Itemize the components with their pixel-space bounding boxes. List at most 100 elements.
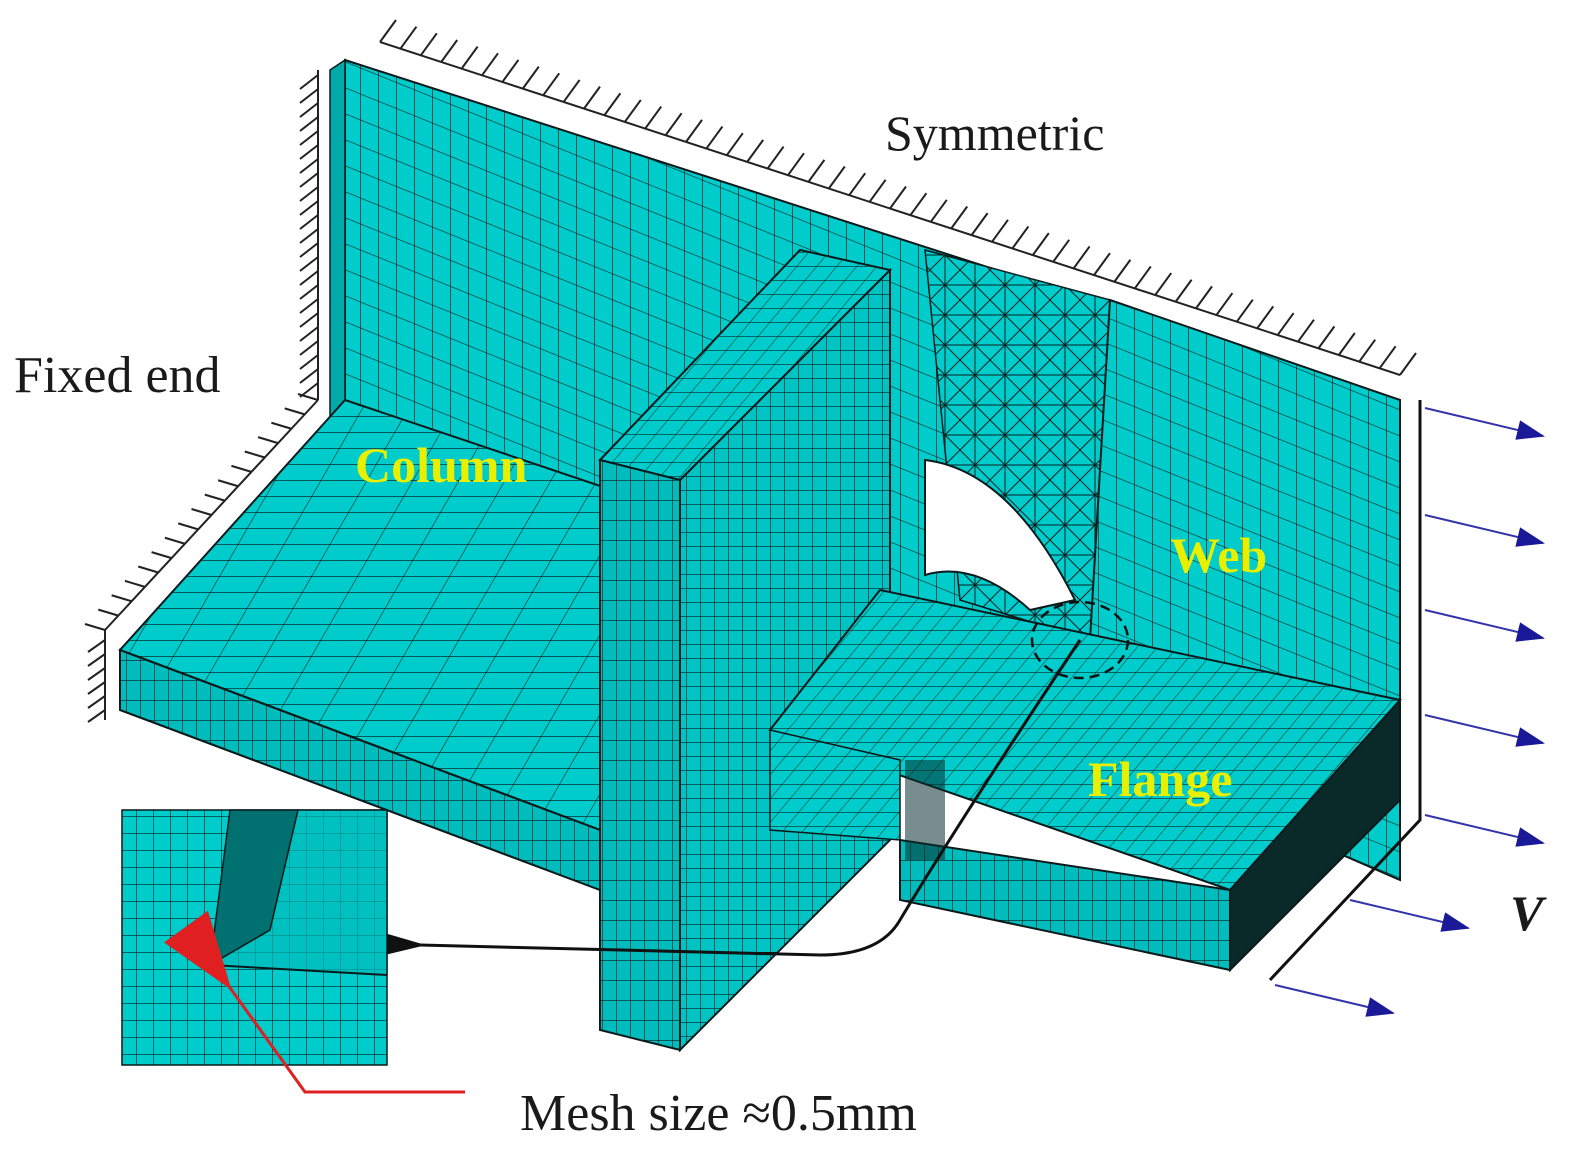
load-arrow [1274, 984, 1395, 1017]
hatch-tick [1072, 245, 1091, 270]
hatch-tick [87, 667, 106, 681]
hatch-tick [87, 681, 106, 695]
hatch-tick [299, 158, 319, 174]
hatch-tick [664, 112, 683, 136]
detail-circle [1030, 600, 1130, 680]
web-label: Web [1170, 527, 1267, 583]
hatch-tick [87, 653, 106, 667]
hatch-tick [725, 132, 744, 156]
velocity-boundary [1268, 400, 1545, 1017]
hatch-tick [521, 66, 540, 90]
symmetric-boundary [379, 19, 1417, 376]
mesh-size-pointer [164, 910, 465, 1094]
hatch-tick [299, 298, 319, 314]
hatch-tick [299, 340, 319, 356]
hatch-tick [1276, 312, 1295, 336]
hatch-tick [299, 172, 319, 188]
hatch-tick [204, 493, 226, 502]
hatch-tick [98, 608, 119, 617]
hatch-tick [87, 695, 106, 709]
load-arrow [1349, 899, 1470, 932]
hatch-tick [1358, 339, 1377, 363]
hatch-tick [950, 205, 969, 230]
hatch-tick [111, 594, 132, 603]
hatch-tick [970, 212, 989, 236]
hatch-tick [440, 39, 459, 63]
hatch-tick [705, 125, 724, 150]
flange-end [1229, 697, 1401, 973]
hatch-tick [1052, 239, 1071, 263]
load-arrow [1424, 714, 1545, 747]
hatch-tick [481, 52, 499, 76]
hatch-tick [746, 139, 765, 163]
hatch-tick [299, 354, 319, 370]
flange-root-fan [769, 729, 901, 841]
hatch-tick [257, 436, 279, 445]
hatch-tick [1031, 232, 1050, 256]
hatch-tick [1174, 279, 1193, 303]
hatch-tick [299, 312, 319, 328]
hatch-tick [685, 119, 703, 143]
hatch-tick [419, 32, 438, 56]
hatch-tick [299, 200, 319, 216]
hatch-tick [379, 19, 397, 43]
hatch-tick [1215, 292, 1234, 316]
hatch-tick [1011, 225, 1030, 250]
hatch-tick [164, 536, 186, 545]
hatch-tick [868, 179, 887, 203]
hatch-tick [1093, 252, 1111, 276]
hatch-tick [244, 450, 266, 459]
hatch-tick [583, 86, 601, 110]
hatch-tick [1399, 352, 1417, 376]
hatch-tick [807, 159, 826, 183]
velocity-label: V [1510, 885, 1547, 941]
hatch-tick [1256, 305, 1275, 329]
hatch-tick [87, 709, 106, 723]
hatch-tick [137, 565, 159, 574]
hatch-tick [542, 72, 561, 96]
hatch-tick [766, 145, 785, 170]
column-label: Column [355, 437, 527, 493]
hatch-tick [297, 393, 319, 401]
hatch-tick [991, 219, 1009, 243]
hatch-tick [299, 326, 319, 342]
hatch-tick [827, 165, 846, 190]
hatch-tick [1317, 325, 1336, 349]
load-arrow [1424, 407, 1545, 440]
load-arrow [1424, 609, 1545, 642]
hatch-tick [1337, 332, 1356, 356]
callout-arrow [323, 639, 1082, 970]
hatch-tick [299, 242, 319, 258]
mesh-size-label: Mesh size ≈0.5mm [520, 1085, 917, 1142]
hatch-tick [299, 368, 319, 384]
mesh-zoom-inset [121, 809, 388, 1066]
hatch-tick [399, 26, 418, 50]
hatch-tick [889, 185, 907, 210]
weld-access-hole [924, 458, 1077, 612]
load-arrow [1424, 814, 1545, 847]
hatch-tick [848, 172, 867, 196]
hatch-tick [299, 228, 319, 244]
hatch-tick [299, 116, 319, 132]
hatch-tick [151, 551, 172, 560]
hatch-tick [191, 508, 212, 516]
hatch-tick [299, 102, 319, 118]
hatch-tick [299, 284, 319, 300]
hatch-tick [603, 92, 622, 116]
load-arrow [1424, 514, 1545, 547]
hatch-tick [1133, 265, 1152, 290]
hatch-tick [1378, 345, 1397, 369]
hatch-tick [460, 46, 479, 70]
hatch-tick [787, 152, 805, 176]
hatch-tick [623, 99, 642, 123]
symmetric-label: Symmetric [885, 105, 1104, 161]
hatch-tick [299, 144, 319, 160]
column-wall-edge [329, 58, 346, 430]
hatch-tick [1195, 285, 1213, 309]
hatch-tick [1113, 259, 1132, 283]
stiffener-plate-edge [599, 458, 681, 1052]
hatch-tick [299, 186, 319, 202]
hatch-tick [299, 74, 319, 90]
hatch-tick [177, 522, 199, 531]
